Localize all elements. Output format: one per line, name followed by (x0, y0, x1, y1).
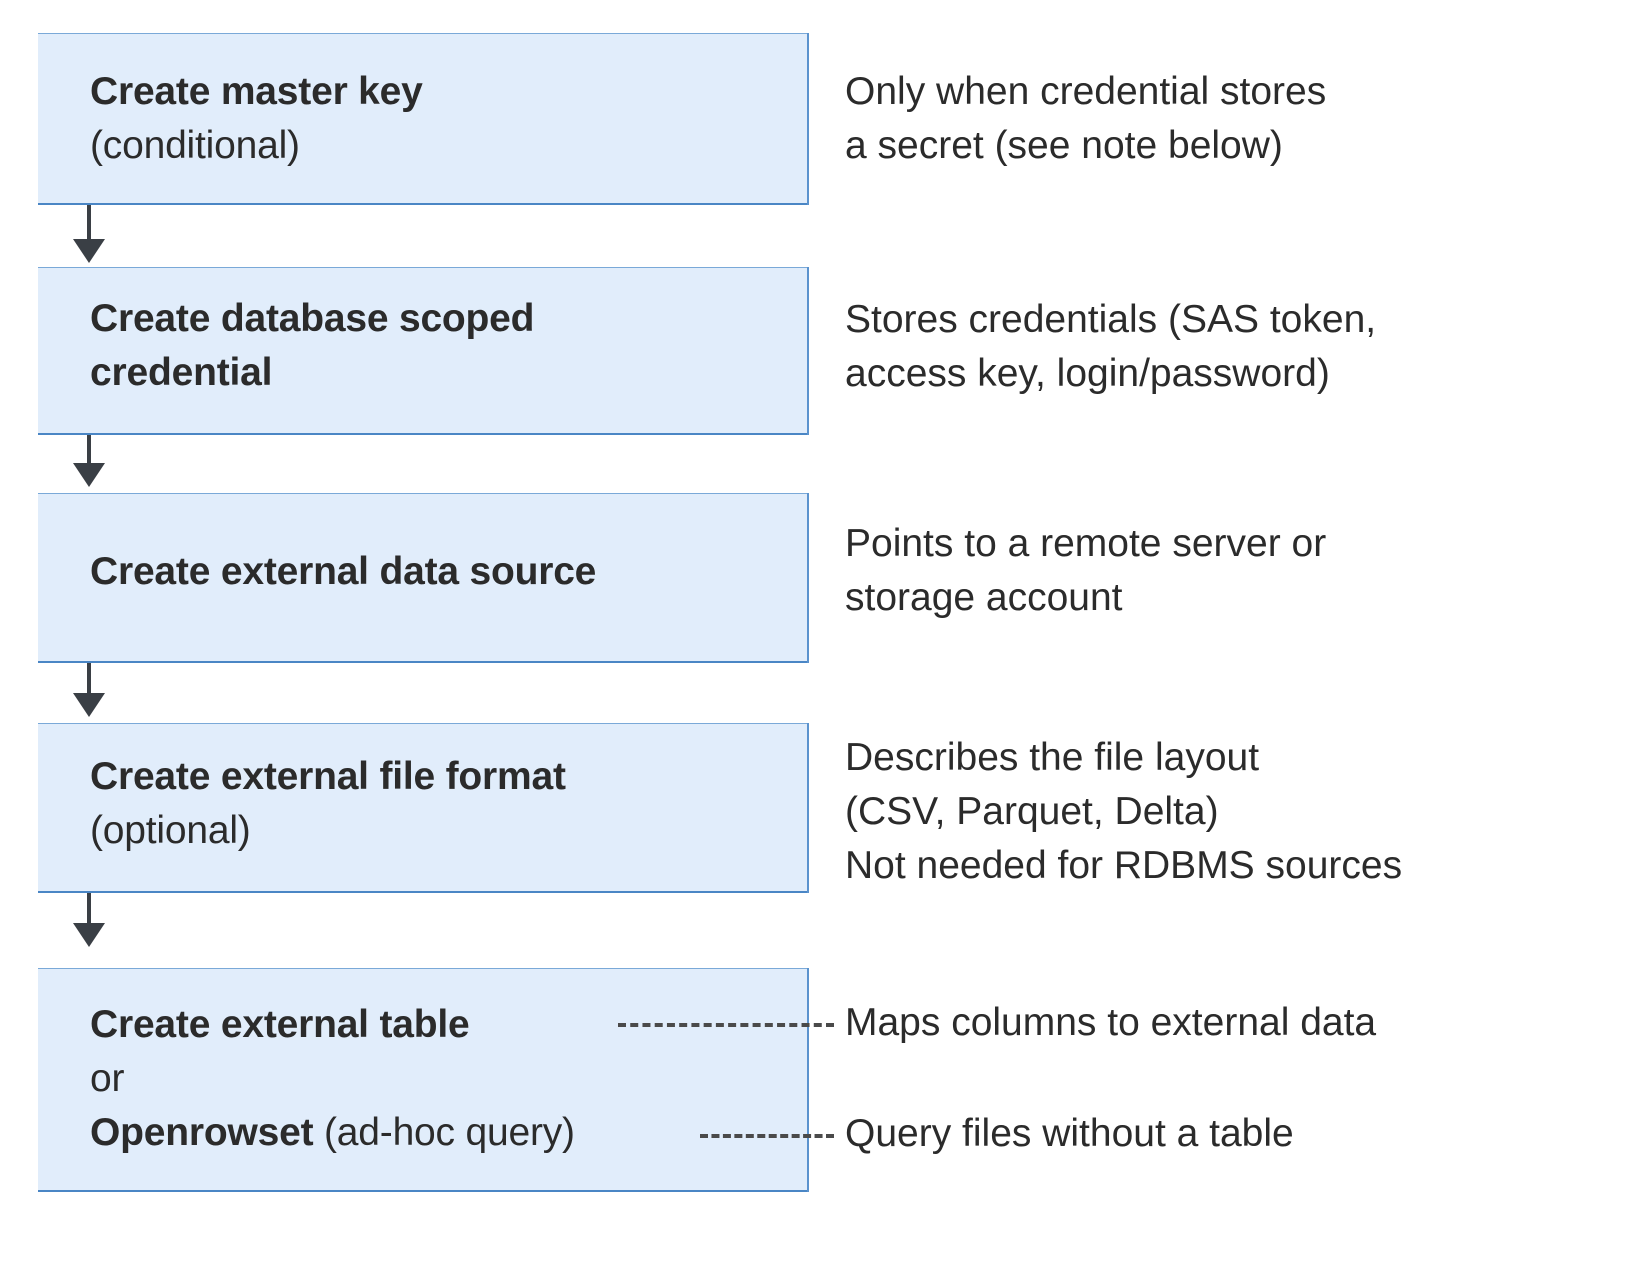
desc-line: Only when credential stores (845, 70, 1327, 113)
desc-line: Not needed for RDBMS sources (845, 844, 1403, 887)
box-right-rule-5 (807, 968, 809, 1192)
desc-line: Points to a remote server or (845, 522, 1327, 565)
dashed-connector-external-table (618, 1023, 834, 1027)
arrow-head-2-to-3 (73, 463, 105, 487)
arrow-head-4-to-5 (73, 923, 105, 947)
step-heading-openrowset: Openrowset (90, 1111, 314, 1154)
desc-line: access key, login/password) (845, 352, 1330, 395)
box-right-rule-3 (807, 493, 809, 663)
box-right-rule-1 (807, 33, 809, 205)
box-right-rule-2 (807, 267, 809, 435)
dashed-connector-openrowset (700, 1134, 834, 1138)
desc-line: (CSV, Parquet, Delta) (845, 790, 1219, 833)
desc-line: storage account (845, 576, 1123, 619)
step-description-openrowset: Query files without a table (845, 1107, 1294, 1161)
arrow-stem-4-to-5 (87, 893, 91, 927)
step-heading-openrowset-row: Openrowset (ad-hoc query) (90, 1106, 794, 1160)
desc-line: Query files without a table (845, 1112, 1294, 1155)
step-subtext-openrowset: (ad-hoc query) (313, 1111, 575, 1154)
step-box-create-external-table-or-openrowset[interactable]: Create external table or Openrowset (ad-… (38, 968, 808, 1192)
step-description-create-external-file-format: Describes the file layout (CSV, Parquet,… (845, 731, 1402, 893)
step-heading-create-external-table: Create external table (90, 1003, 470, 1046)
step-heading-create-database-scoped-credential: Create database scoped (90, 297, 535, 340)
desc-line: Stores credentials (SAS token, (845, 298, 1377, 341)
step-box-create-external-data-source[interactable]: Create external data source (38, 493, 808, 663)
arrow-stem-2-to-3 (87, 435, 91, 467)
step-heading-create-external-data-source: Create external data source (90, 550, 597, 593)
step-box-create-external-file-format[interactable]: Create external file format (optional) (38, 723, 808, 893)
step-description-create-external-data-source: Points to a remote server or storage acc… (845, 517, 1326, 625)
step-description-create-master-key: Only when credential stores a secret (se… (845, 65, 1326, 173)
box-right-rule-4 (807, 723, 809, 893)
step-subtext-create-external-file-format: (optional) (90, 809, 251, 852)
arrow-head-3-to-4 (73, 693, 105, 717)
desc-line: a secret (see note below) (845, 124, 1283, 167)
step-connector-or: or (90, 1057, 125, 1100)
arrow-stem-1-to-2 (87, 205, 91, 243)
step-heading-create-master-key: Create master key (90, 70, 423, 113)
step-box-create-database-scoped-credential[interactable]: Create database scoped credential (38, 267, 808, 435)
step-subtext-create-master-key: (conditional) (90, 124, 300, 167)
step-description-create-database-scoped-credential: Stores credentials (SAS token, access ke… (845, 293, 1376, 401)
step-heading-create-external-file-format: Create external file format (90, 755, 566, 798)
arrow-head-1-to-2 (73, 239, 105, 263)
step-description-external-table: Maps columns to external data (845, 996, 1376, 1050)
desc-line: Describes the file layout (845, 736, 1260, 779)
desc-line: Maps columns to external data (845, 1001, 1377, 1044)
arrow-stem-3-to-4 (87, 663, 91, 697)
step-box-create-master-key[interactable]: Create master key (conditional) (38, 33, 808, 205)
step-heading2-create-database-scoped-credential: credential (90, 351, 273, 394)
